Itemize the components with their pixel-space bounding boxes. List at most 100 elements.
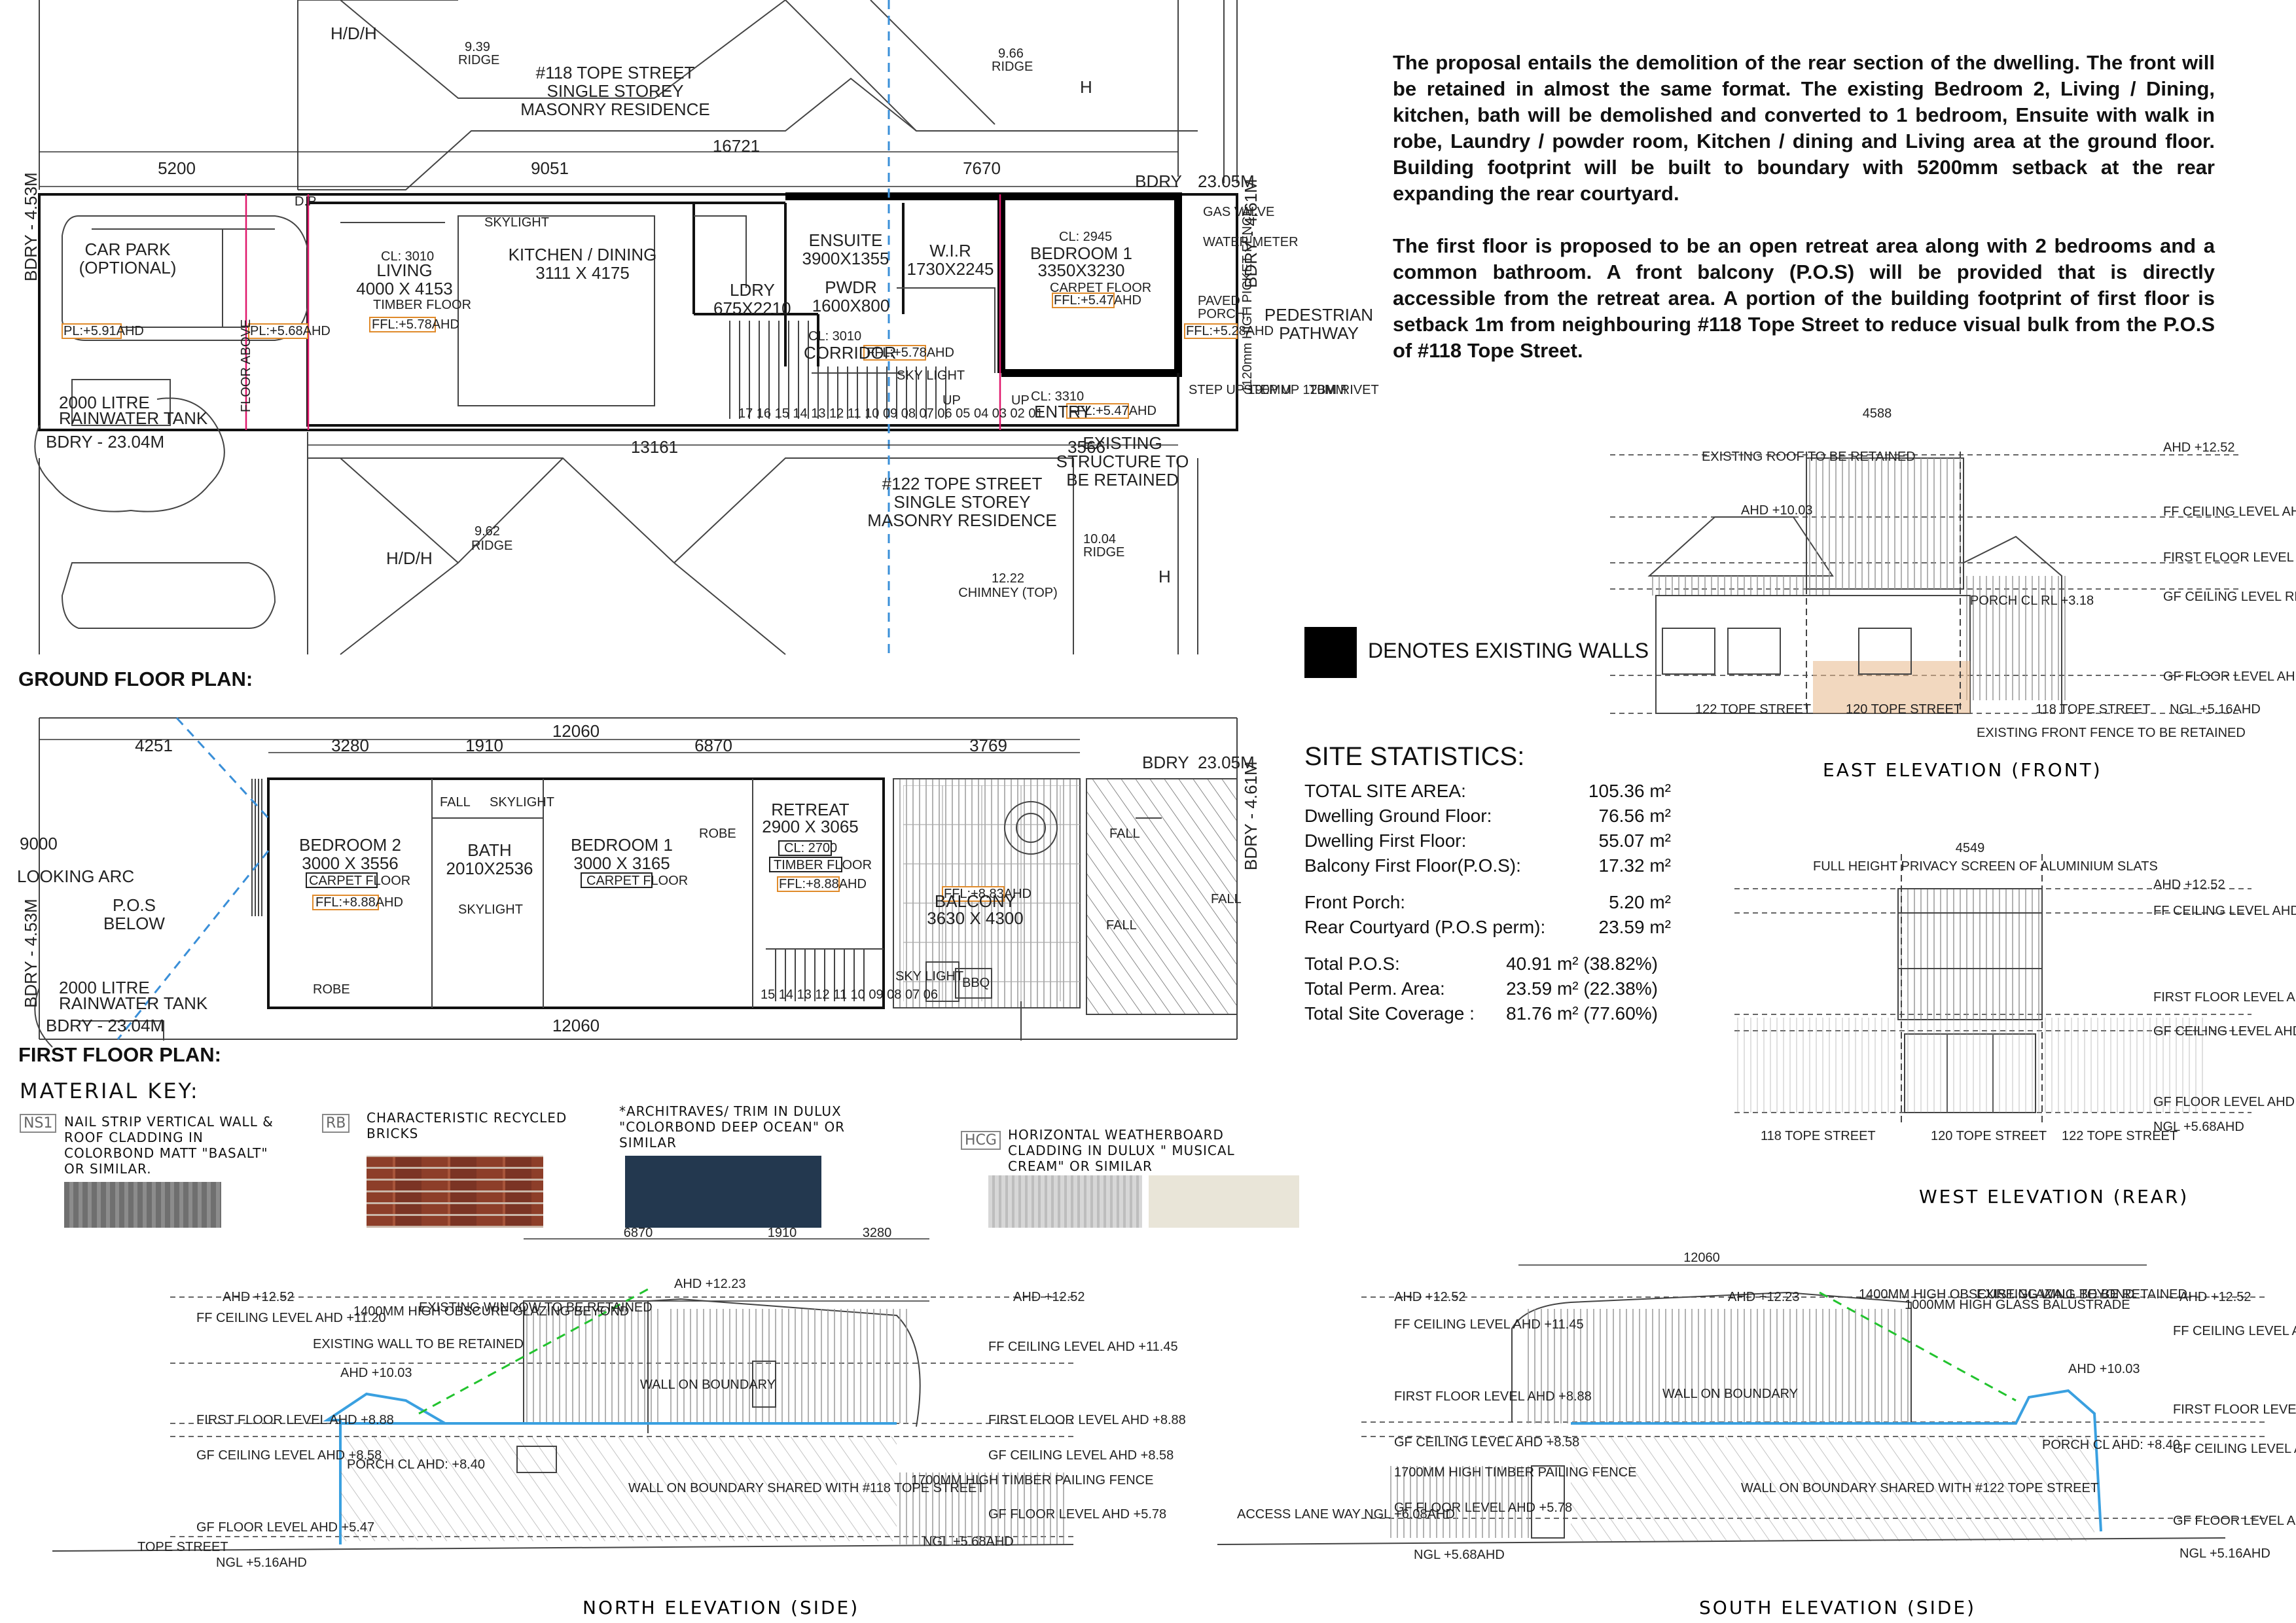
- tank-first-2: RAINWATER TANK: [59, 993, 208, 1013]
- step-up-2: STEP UP 120MM: [1244, 383, 1346, 397]
- living-name: LIVING: [376, 260, 432, 280]
- material-line: SIMILAR: [619, 1135, 677, 1150]
- north-wall-shared: WALL ON BOUNDARY SHARED WITH #118 TOPE S…: [628, 1481, 985, 1495]
- material-line: HORIZONTAL WEATHERBOARD: [1008, 1127, 1224, 1143]
- stat-value: 5.20 m²: [1609, 892, 1671, 912]
- tank-1: 2000 LITRE: [59, 393, 150, 412]
- bdry-first: BDRY: [1142, 753, 1189, 772]
- north-gf-floor: GF FLOOR LEVEL AHD +5.47: [196, 1520, 374, 1535]
- gas-valve: GAS VALVE: [1203, 205, 1274, 219]
- stat-row: Rear Courtyard (P.O.S perm):23.59 m²: [1304, 915, 1749, 940]
- east-first-floor: FIRST FLOOR LEVEL AHD +8.88: [2163, 550, 2296, 565]
- south-r-ahd-top: AHD +12.52: [2179, 1290, 2251, 1304]
- ridge-3-label: RIDGE: [471, 539, 512, 553]
- h-label-2: H: [1158, 567, 1171, 586]
- car-park: [62, 215, 308, 341]
- bath-name: BATH: [467, 840, 511, 860]
- ldry-name: LDRY: [730, 280, 775, 300]
- stat-label: Total Perm. Area:: [1304, 978, 1445, 999]
- south-porch: PORCH CL AHD: +8.40: [2042, 1438, 2180, 1452]
- east-120: 120 TOPE STREET: [1846, 702, 1962, 717]
- bdry-bottom: BDRY - 23.04M: [46, 432, 164, 452]
- hdh-label: H/D/H: [331, 24, 377, 43]
- skylight-first-1: SKYLIGHT: [490, 795, 554, 810]
- balcony-ffl: FFL:+8.83AHD: [944, 887, 1031, 901]
- neighbour-top-3: MASONRY RESIDENCE: [520, 99, 709, 119]
- sky-first: SKY LIGHT: [895, 969, 963, 984]
- north-dim-3280: 3280: [863, 1226, 892, 1240]
- west-elevation-labels: 4549 AHD +12.52 FF CEILING LEVEL AHD +11…: [1761, 841, 2296, 1143]
- bdry-left-first: BDRY - 4.53M: [21, 899, 41, 1008]
- stat-label: Balcony First Floor(P.O.S):: [1304, 855, 1521, 876]
- east-122: 122 TOPE STREET: [1695, 702, 1811, 717]
- north-r-first-floor: FIRST FLOOR LEVEL AHD +8.88: [988, 1413, 1186, 1427]
- south-fence: 1700MM HIGH TIMBER PAILING FENCE: [1394, 1465, 1636, 1480]
- pl-right: PL:+5.68AHD: [250, 324, 331, 338]
- material-line: ROOF CLADDING IN: [64, 1130, 204, 1145]
- kitchen-size: 3111 X 4175: [535, 263, 630, 283]
- ground-floor-plan-title: GROUND FLOOR PLAN:: [18, 668, 253, 690]
- existing-3: BE RETAINED: [1066, 470, 1178, 490]
- balcony-name: BALCONY: [935, 891, 1016, 911]
- skylight-first-2: SKYLIGHT: [458, 902, 523, 917]
- material-code-ns1: NS1: [20, 1114, 57, 1133]
- up-label-2: UP: [1011, 393, 1030, 408]
- material-line: NAIL STRIP VERTICAL WALL &: [64, 1114, 274, 1130]
- west-gf-floor: GF FLOOR LEVEL AHD +5.78: [2153, 1095, 2296, 1109]
- east-ngl: NGL +5.16AHD: [2170, 702, 2261, 717]
- south-access: ACCESS LANE WAY NGL +6.08AHD: [1237, 1507, 1455, 1522]
- bed2-size: 3000 X 3556: [302, 853, 398, 873]
- south-existing-wall: EXISTING WALL TO BE RETAINED: [1977, 1287, 2187, 1302]
- bed2-name: BEDROOM 2: [299, 835, 401, 855]
- pwdr-name: PWDR: [825, 277, 876, 297]
- bed1f-size: 3000 X 3165: [573, 853, 670, 873]
- ensuite-size: 3900X1355: [802, 249, 889, 268]
- h-label-1: H: [1080, 77, 1092, 97]
- ground-plan-labels: H/D/H #118 TOPE STREET SINGLE STOREY MAS…: [21, 24, 1379, 600]
- dim-12060-top: 12060: [552, 721, 600, 741]
- material-line: CREAM" OR SIMILAR: [1008, 1158, 1153, 1174]
- north-elevation-title: NORTH ELEVATION (SIDE): [583, 1597, 859, 1618]
- east-dim-4588: 4588: [1863, 406, 1892, 421]
- chimney-label: CHIMNEY (TOP): [958, 586, 1058, 600]
- bdry-right: BDRY - 4.61M: [1241, 179, 1261, 288]
- north-ff-ceiling: FF CEILING LEVEL AHD +11.20: [196, 1311, 386, 1325]
- fall-label-3: FALL: [1106, 918, 1137, 933]
- east-existing-roof: EXISTING ROOF TO BE RETAINED: [1702, 450, 1916, 464]
- south-elevation-labels: 12060 AHD +12.52 FF CEILING LEVEL AHD +1…: [1237, 1251, 2296, 1562]
- bed1f-name: BEDROOM 1: [571, 835, 673, 855]
- west-dim-4549: 4549: [1956, 841, 1985, 855]
- material-swatch-basalt: [64, 1182, 221, 1228]
- material-key-title: MATERIAL KEY:: [20, 1079, 200, 1103]
- stat-row: Total P.O.S:40.91 m² (38.82%): [1304, 952, 1749, 976]
- kitchen-name: KITCHEN / DINING: [509, 245, 657, 264]
- north-r-ngl: NGL +5.68AHD: [923, 1535, 1014, 1549]
- wir-size: 1730X2245: [906, 259, 994, 279]
- south-ahd-1003: AHD +10.03: [2068, 1362, 2140, 1376]
- north-elevation: [52, 1238, 1074, 1552]
- bed1-cl: CL: 2945: [1059, 230, 1112, 244]
- water-meter: WATER METER: [1203, 235, 1299, 249]
- north-ahd-1003: AHD +10.03: [340, 1366, 412, 1380]
- ground-floor-plan: [34, 0, 1238, 655]
- west-ahd-top: AHD +12.52: [2153, 878, 2225, 892]
- north-ahd-1223: AHD +12.23: [674, 1277, 746, 1291]
- ridge-2-label: RIDGE: [992, 60, 1033, 74]
- stat-value: 81.76 m² (77.60%): [1506, 1003, 1658, 1024]
- robe-2: ROBE: [313, 982, 350, 997]
- dim-6870: 6870: [694, 736, 732, 755]
- dim-12060-bottom: 12060: [552, 1016, 600, 1035]
- south-r-ff-ceiling: FF CEILING LEVEL AHD +11.20: [2173, 1324, 2296, 1338]
- tbm: TBM RIVET: [1309, 383, 1379, 397]
- bed2-ffl: FFL:+8.88AHD: [315, 895, 403, 910]
- retreat-ffl: FFL:+8.88AHD: [779, 877, 867, 891]
- east-gf-floor: GF FLOOR LEVEL AHD +5.47: [2163, 669, 2296, 684]
- pos-2: BELOW: [103, 914, 165, 933]
- pedestrian-2: PATHWAY: [1279, 323, 1359, 343]
- legend-existing-walls: DENOTES EXISTING WALLS: [1368, 639, 1649, 662]
- east-elevation-labels: 4588 AHD +12.52 FF CEILING LEVEL AHD +11…: [1695, 406, 2296, 740]
- material-line: CHARACTERISTIC RECYCLED: [367, 1110, 567, 1126]
- stat-label: Dwelling Ground Floor:: [1304, 806, 1492, 826]
- west-first-floor: FIRST FLOOR LEVEL AHD +8.88: [2153, 990, 2296, 1005]
